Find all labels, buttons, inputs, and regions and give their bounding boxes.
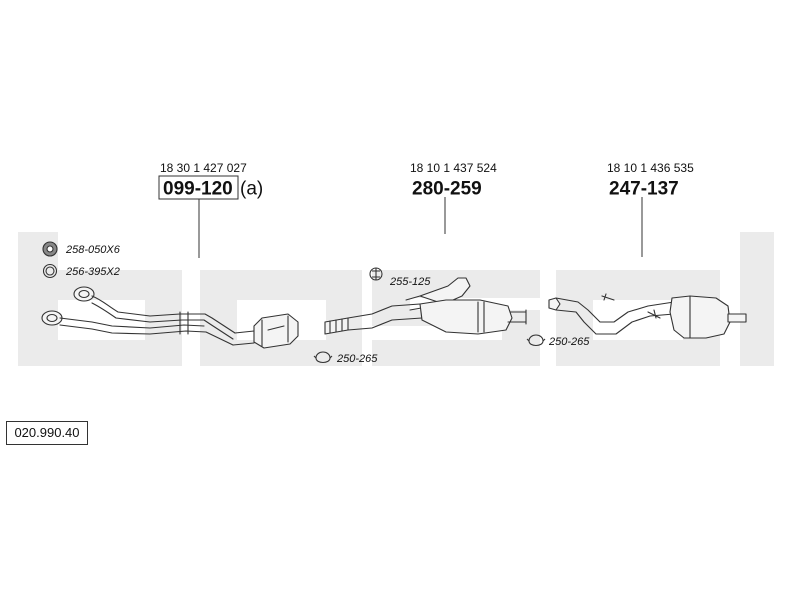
front-pipe-to-cat	[232, 330, 255, 346]
inlet-flange-upper	[73, 286, 95, 302]
part-suffix-front-pipe: (a)	[240, 179, 263, 200]
middle-pipe-inlet-slots	[329, 318, 343, 334]
fitting-icons	[42, 241, 546, 364]
front-pipe-tube-upper-inner	[91, 302, 234, 340]
rear-pipe-inlet	[548, 297, 561, 311]
leader-lines	[198, 197, 643, 258]
fitting-labels: 258-050X6 256-395X2 255-125 250-265 250-…	[65, 244, 590, 365]
fitting-label-gasket[interactable]: 258-050X6	[65, 244, 121, 256]
catalogue-reference-box: 020.990.40	[6, 421, 88, 445]
watermark-letter-o	[200, 270, 362, 366]
front-pipe-tube-upper	[91, 295, 236, 334]
front-pipe-joint	[179, 311, 189, 335]
oem-number-front-pipe: 18 30 1 427 027	[160, 161, 247, 175]
ring-icon	[42, 263, 58, 279]
mounting-icon	[369, 267, 383, 281]
watermark-letter-l	[740, 232, 774, 366]
front-pipe-drawing	[41, 286, 299, 349]
part-number-front-pipe[interactable]: 099-120	[163, 179, 233, 200]
catalytic-converter-detail	[261, 315, 289, 347]
rear-pipe-hanger	[601, 293, 661, 319]
rear-pipe-tube-upper	[555, 297, 675, 323]
part-number-rear-silencer[interactable]: 247-137	[609, 179, 679, 200]
middle-silencer-drawing	[324, 277, 527, 335]
oem-number-middle-silencer: 18 10 1 437 524	[410, 161, 497, 175]
part-number-middle-silencer[interactable]: 280-259	[412, 179, 482, 200]
watermark-letter-a	[556, 270, 720, 366]
gasket-icon	[42, 241, 58, 257]
rear-tailpipe	[727, 313, 747, 323]
rear-silencer-drawing	[548, 293, 747, 339]
part-number-box-front-pipe	[158, 175, 239, 200]
middle-silencer-body	[419, 299, 513, 335]
front-pipe-tube-lower	[59, 317, 205, 329]
fitting-label-ring[interactable]: 256-395X2	[65, 266, 120, 278]
part-labels: 18 30 1 427 027 099-120 (a) 18 10 1 437 …	[158, 161, 694, 200]
clamp-icon-middle	[313, 351, 333, 364]
rear-pipe-tube-lower	[555, 309, 675, 335]
front-pipe-tube-lower-inner	[59, 324, 234, 346]
rear-silencer-body	[669, 295, 731, 339]
middle-pipe-outlet	[507, 309, 527, 325]
inlet-flange-lower-bore	[46, 313, 58, 323]
fitting-label-clamp-middle[interactable]: 250-265	[336, 353, 378, 365]
catalytic-converter	[253, 313, 299, 349]
inlet-flange-upper-bore	[78, 289, 90, 299]
clamp-icon-rear	[526, 334, 546, 347]
oem-number-rear-silencer: 18 10 1 436 535	[607, 161, 694, 175]
inlet-flange-lower	[41, 310, 63, 326]
watermark-letter-b	[18, 232, 182, 366]
fitting-label-clamp-rear[interactable]: 250-265	[548, 336, 590, 348]
catalogue-reference: 020.990.40	[14, 425, 80, 440]
middle-silencer-body-detail	[477, 301, 485, 333]
middle-pipe-tube	[347, 303, 423, 331]
fitting-label-mounting[interactable]: 255-125	[389, 276, 431, 288]
brand-watermark	[18, 232, 774, 366]
